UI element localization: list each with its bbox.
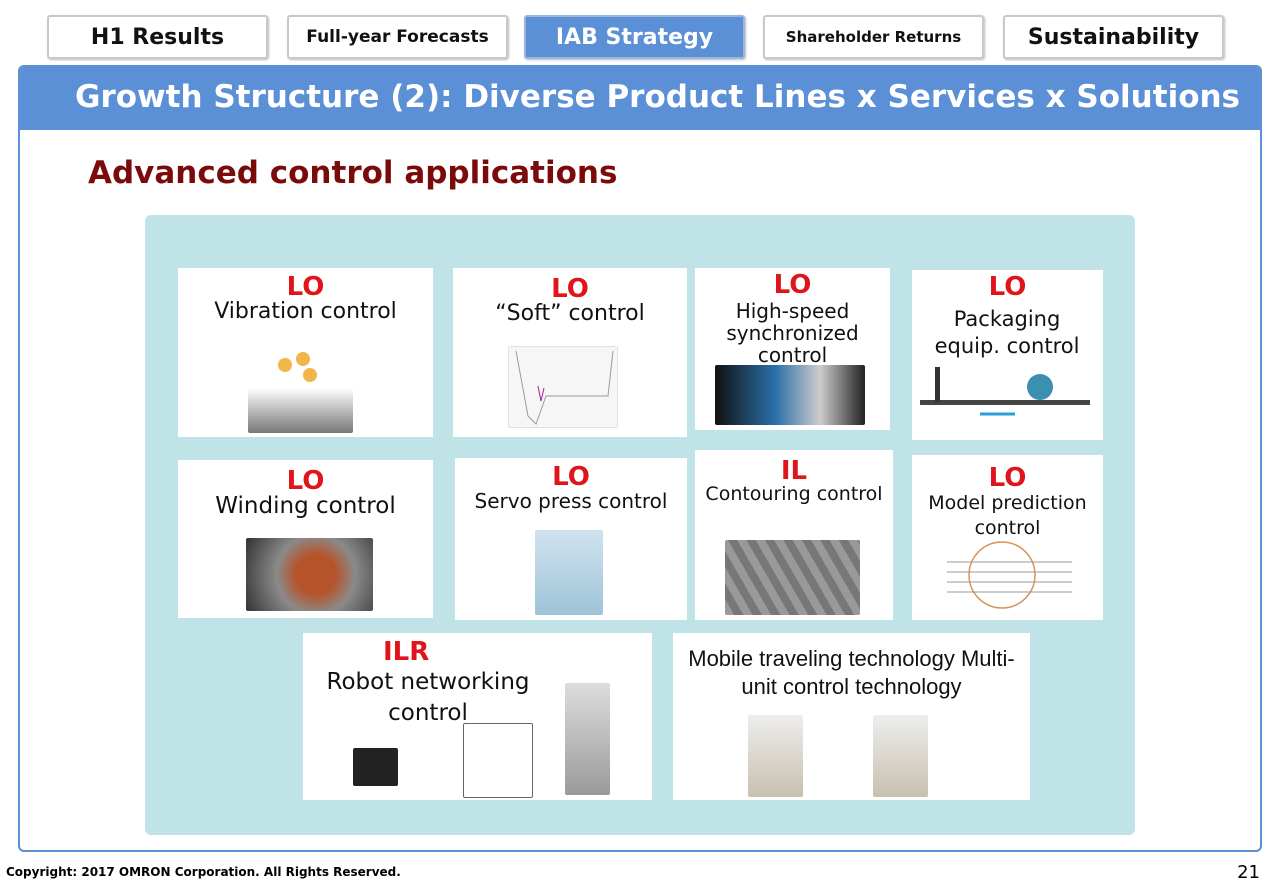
- packaging-diagram: [920, 367, 1090, 416]
- slide-frame: Growth Structure (2): Diverse Product Li…: [18, 65, 1262, 852]
- winding-image: [246, 538, 373, 611]
- card-label: Contouring control: [705, 483, 883, 505]
- mobile-robot-image: [748, 715, 803, 797]
- card-label: Packaging equip. control: [927, 306, 1087, 361]
- copyright: Copyright: 2017 OMRON Corporation. All R…: [6, 865, 401, 879]
- card-label: Model prediction control: [912, 491, 1103, 541]
- sync-image: [715, 365, 865, 425]
- card-label: Mobile traveling technology Multi-unit c…: [673, 645, 1030, 700]
- page-title: Growth Structure (2): Diverse Product Li…: [20, 67, 1260, 130]
- tag: LO: [552, 462, 590, 492]
- card-winding: LO Winding control: [178, 460, 433, 618]
- controller-image: [353, 748, 398, 786]
- vibration-image: [248, 352, 353, 433]
- tab-iab-strategy[interactable]: IAB Strategy: [524, 15, 745, 59]
- tab-sustainability[interactable]: Sustainability: [1003, 15, 1224, 59]
- network-diagram: [463, 723, 533, 798]
- card-label: Vibration control: [214, 299, 397, 324]
- tag: LO: [286, 466, 325, 496]
- tag: ILR: [383, 637, 430, 667]
- card-vibration-control: LO Vibration control: [178, 268, 433, 437]
- tab-h1-results[interactable]: H1 Results: [47, 15, 268, 59]
- mobile-robot-image: [873, 715, 928, 797]
- card-mobile-multi-unit: Mobile traveling technology Multi-unit c…: [673, 633, 1030, 800]
- card-soft-control: LO “Soft” control: [453, 268, 687, 437]
- page-number: 21: [1237, 862, 1260, 883]
- tag: LO: [551, 274, 589, 304]
- section-subtitle: Advanced control applications: [88, 155, 618, 191]
- card-model-prediction: LO Model prediction control: [912, 455, 1103, 620]
- card-contouring: IL Contouring control: [695, 450, 893, 620]
- tag: LO: [988, 272, 1027, 302]
- card-packaging: LO Packaging equip. control: [912, 270, 1103, 440]
- robot-arm-image: [565, 683, 610, 795]
- tab-full-year-forecasts[interactable]: Full-year Forecasts: [287, 15, 508, 59]
- servo-press-image: [535, 530, 603, 615]
- tag: LO: [286, 272, 325, 302]
- tab-shareholder-returns[interactable]: Shareholder Returns: [763, 15, 984, 59]
- card-label: “Soft” control: [495, 301, 645, 326]
- contouring-image: [725, 540, 860, 615]
- tag: LO: [773, 270, 812, 300]
- card-robot-networking: ILR Robot networking control: [303, 633, 652, 800]
- card-label: Winding control: [215, 493, 396, 519]
- card-label: High-speed synchronized control: [715, 300, 870, 366]
- model-prediction-chart: [947, 541, 1072, 609]
- tag: IL: [780, 456, 808, 486]
- card-label: Servo press control: [474, 489, 668, 513]
- card-label: Robot networking control: [326, 669, 530, 727]
- card-servo-press: LO Servo press control: [455, 458, 687, 620]
- tag: LO: [988, 463, 1027, 493]
- soft-control-graph: [508, 346, 618, 428]
- card-high-speed-sync: LO High-speed synchronized control: [695, 268, 890, 430]
